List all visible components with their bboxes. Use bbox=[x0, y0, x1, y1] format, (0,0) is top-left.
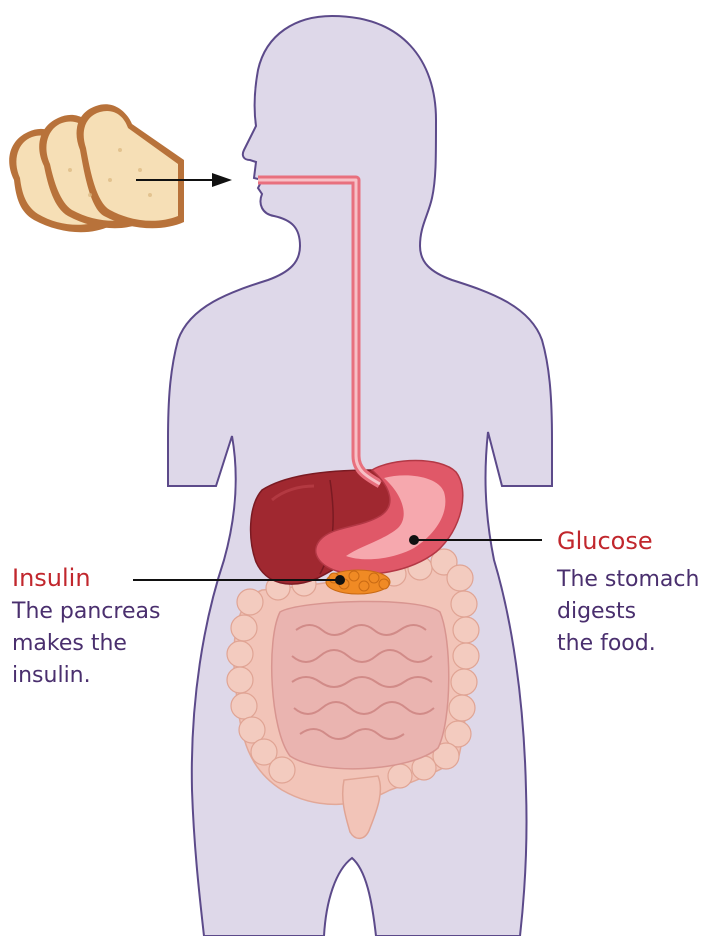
glucose-description: The stomach digests the food. bbox=[557, 564, 699, 660]
insulin-desc-line: The pancreas bbox=[12, 596, 160, 628]
bread-slices-icon bbox=[9, 104, 184, 232]
glucose-desc-line: The stomach bbox=[557, 564, 699, 596]
insulin-description: The pancreas makes the insulin. bbox=[12, 596, 160, 692]
glucose-desc-line: digests bbox=[557, 596, 699, 628]
glucose-title: Glucose bbox=[557, 529, 653, 553]
insulin-desc-line: makes the bbox=[12, 628, 160, 660]
small-intestine bbox=[272, 601, 449, 768]
insulin-desc-line: insulin. bbox=[12, 660, 160, 692]
glucose-desc-line: the food. bbox=[557, 628, 699, 660]
insulin-title: Insulin bbox=[12, 566, 91, 590]
